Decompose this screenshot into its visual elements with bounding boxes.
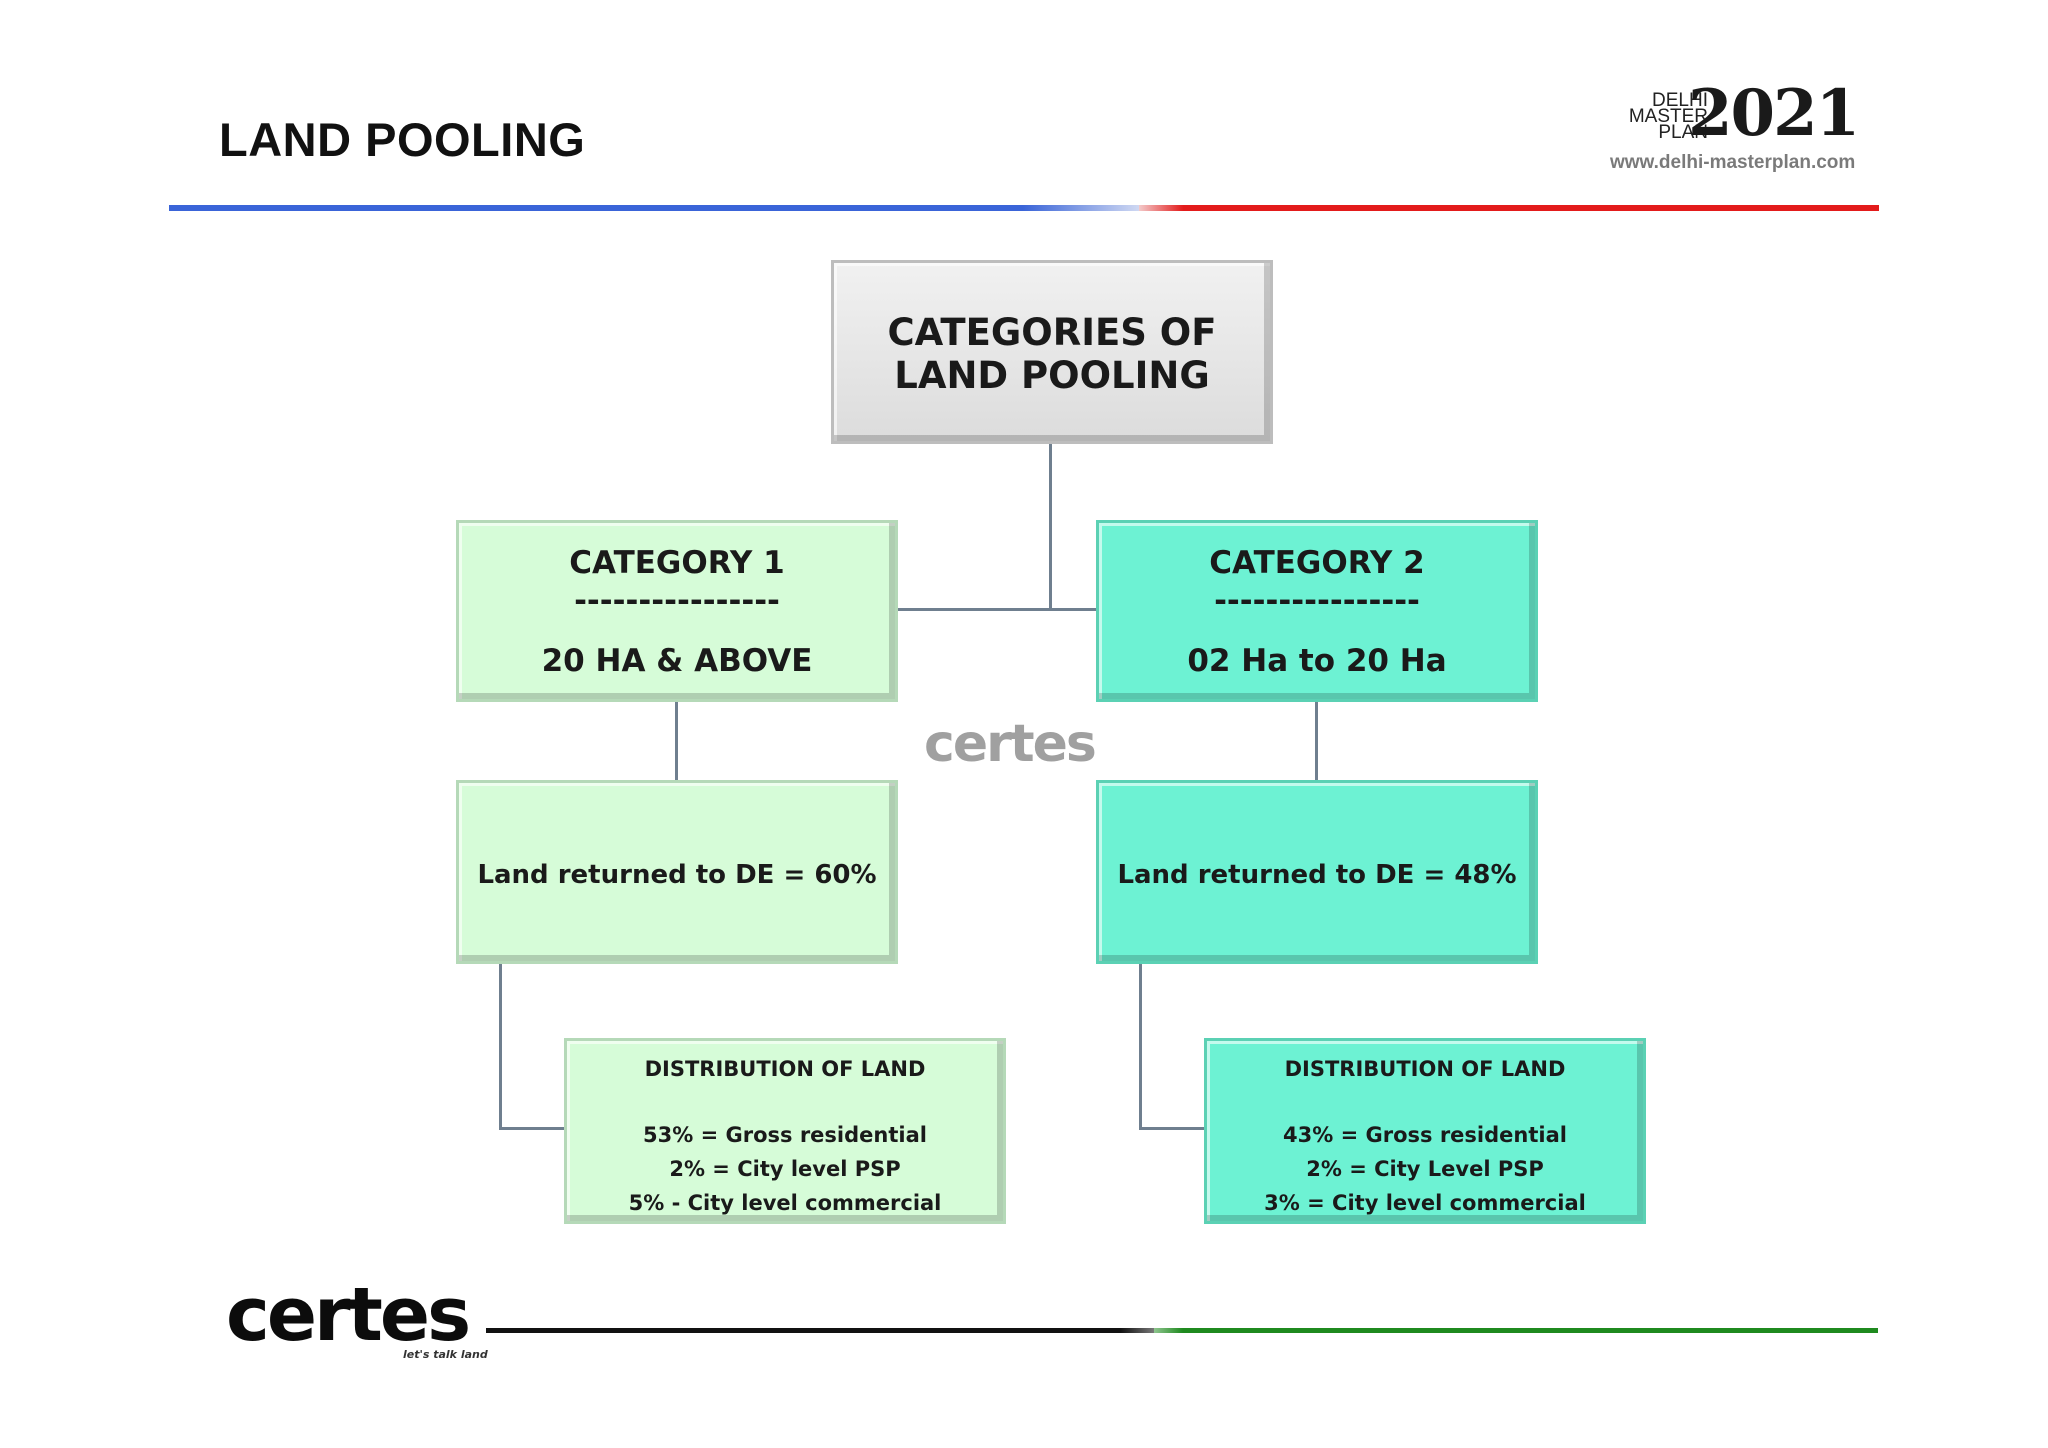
distribution-2-item: 43% = Gross residential — [1283, 1123, 1567, 1147]
logo-line-plan: PLAN — [1658, 122, 1708, 143]
distribution-1-item: 2% = City level PSP — [669, 1157, 901, 1181]
distribution-1-item: 53% = Gross residential — [643, 1123, 927, 1147]
categories-root-box: CATEGORIES OF LAND POOLING — [831, 260, 1273, 444]
category-1-title: CATEGORY 1 — [569, 545, 785, 581]
logo-line-delhi: DELHI — [1652, 90, 1708, 111]
footer-rule-green — [1154, 1328, 1878, 1333]
category-2-box: CATEGORY 2 ---------------- 02 Ha to 20 … — [1096, 520, 1538, 702]
connector-cat1-down — [675, 702, 678, 782]
connector-horizontal — [898, 608, 1098, 611]
connector-root-down — [1049, 444, 1052, 610]
category-2-separator: ---------------- — [1214, 583, 1420, 619]
distribution-2-box: DISTRIBUTION OF LAND 43% = Gross residen… — [1204, 1038, 1646, 1224]
header-rule-blue — [169, 205, 1139, 211]
category-2-range: 02 Ha to 20 Ha — [1187, 643, 1447, 679]
land-returned-1-box: Land returned to DE = 60% — [456, 780, 898, 964]
root-line-2: LAND POOLING — [894, 354, 1210, 397]
land-returned-2-box: Land returned to DE = 48% — [1096, 780, 1538, 964]
connector-return1-right — [499, 1127, 566, 1130]
category-2-title: CATEGORY 2 — [1209, 545, 1425, 581]
certes-logo: certes — [226, 1272, 471, 1358]
land-returned-1-text: Land returned to DE = 60% — [477, 860, 877, 890]
certes-tagline: let's talk land — [403, 1348, 488, 1361]
distribution-2-title: DISTRIBUTION OF LAND — [1284, 1057, 1566, 1081]
category-1-separator: ---------------- — [574, 583, 780, 619]
distribution-1-box: DISTRIBUTION OF LAND 53% = Gross residen… — [564, 1038, 1006, 1224]
connector-return1-down — [499, 964, 502, 1130]
logo-line-master: MASTER — [1628, 106, 1708, 127]
header-rule-red — [1139, 205, 1879, 211]
land-returned-2-text: Land returned to DE = 48% — [1117, 860, 1517, 890]
category-1-box: CATEGORY 1 ---------------- 20 HA & ABOV… — [456, 520, 898, 702]
certes-watermark: certes — [924, 714, 1097, 774]
connector-return2-down — [1139, 964, 1142, 1130]
connector-cat2-down — [1315, 702, 1318, 782]
logo-year: 2021 — [1688, 76, 1860, 151]
connector-return2-right — [1139, 1127, 1206, 1130]
logo-url: www.delhi-masterplan.com — [1610, 152, 1856, 173]
category-1-range: 20 HA & ABOVE — [541, 643, 813, 679]
distribution-2-item: 3% = City level commercial — [1264, 1191, 1586, 1215]
distribution-1-item: 5% - City level commercial — [628, 1191, 942, 1215]
distribution-1-title: DISTRIBUTION OF LAND — [644, 1057, 926, 1081]
delhi-master-plan-logo: DELHI MASTER PLAN 2021 www.delhi-masterp… — [1596, 76, 1876, 180]
root-line-1: CATEGORIES OF — [887, 311, 1217, 354]
footer-rule-black — [486, 1328, 1154, 1333]
distribution-2-item: 2% = City Level PSP — [1306, 1157, 1544, 1181]
slide-title: LAND POOLING — [219, 113, 586, 166]
